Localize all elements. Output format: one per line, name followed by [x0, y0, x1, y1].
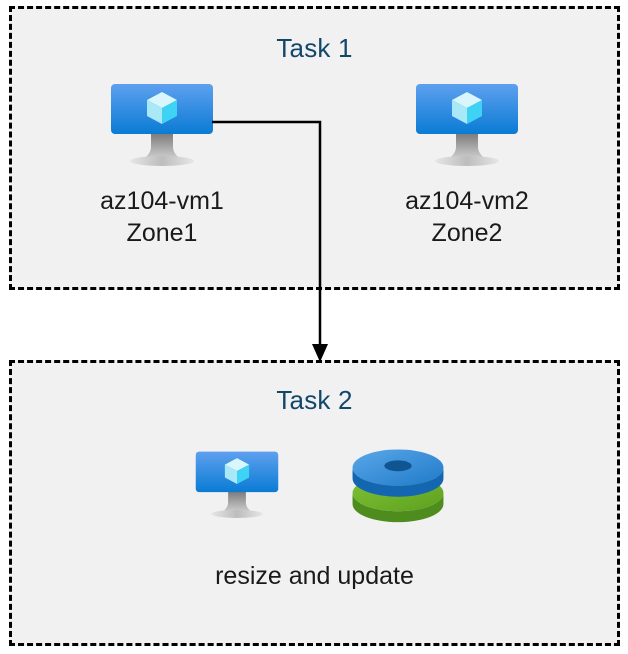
task-2-caption: resize and update: [215, 562, 414, 590]
vm-node-label: az104-vm2 Zone2: [382, 185, 552, 249]
vm-zone: Zone1: [126, 219, 198, 247]
virtual-machine-icon[interactable]: [182, 440, 292, 528]
task-2-icon-row: [9, 440, 620, 528]
vm-zone: Zone2: [431, 219, 503, 247]
task-2-content: resize and update: [9, 440, 620, 591]
vm-node-az104-vm1[interactable]: az104-vm1 Zone1: [77, 78, 247, 249]
task-2-title: Task 2: [276, 385, 353, 415]
virtual-machine-icon: [94, 78, 230, 170]
task-1-title: Task 1: [276, 33, 353, 63]
vm-node-label: az104-vm1 Zone1: [77, 185, 247, 249]
vm-name: az104-vm2: [405, 187, 529, 215]
vm-name: az104-vm1: [100, 187, 224, 215]
vm-node-az104-vm2[interactable]: az104-vm2 Zone2: [382, 78, 552, 249]
managed-disks-icon[interactable]: [348, 440, 448, 528]
virtual-machine-icon: [399, 78, 535, 170]
